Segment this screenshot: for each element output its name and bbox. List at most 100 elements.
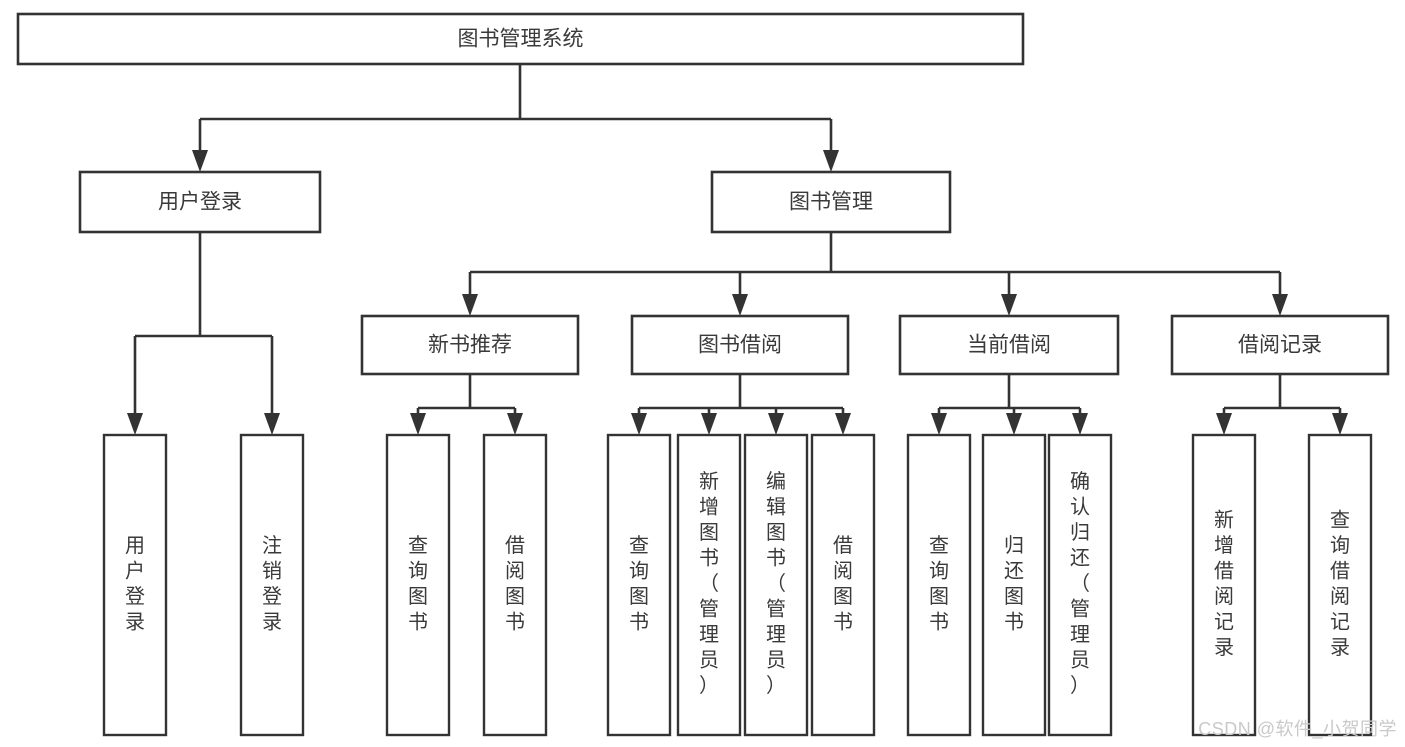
node-box-leaf-add-record[interactable] [1191,433,1257,737]
node-label-leaf-query-book-current: 查询图书 [929,534,949,634]
node-box-leaf-query-book-rec[interactable] [385,433,451,737]
bar-current-borrow [939,374,1080,410]
node-label-book-borrow: 图书借阅 [698,334,782,357]
node-leaf-query-book-rec[interactable]: 查询图书 [385,433,451,737]
node-box-leaf-query-book-borrow[interactable] [606,433,672,737]
node-leaf-return-book[interactable]: 归还图书 [981,433,1047,737]
node-box-borrow-record[interactable] [1170,314,1390,376]
arrow-to-user-login [192,119,208,172]
arrow-to-leaf-borrow-book-rec [507,408,523,435]
arrow-to-new-book-rec [462,272,478,316]
arrow-to-book-manage-head [823,150,839,172]
arrow-to-leaf-add-record-head [1216,413,1232,435]
node-box-book-borrow[interactable] [630,314,850,376]
node-label-leaf-edit-book: 编辑图书（管理员） [766,470,786,697]
csdn-watermark: CSDN @软件_小贺同学 [1198,719,1397,739]
node-label-leaf-borrow-book-rec: 借阅图书 [505,534,525,634]
arrow-to-new-book-rec-head [462,294,478,316]
node-leaf-borrow-book-rec[interactable]: 借阅图书 [482,433,548,737]
arrow-to-book-borrow [732,272,748,316]
node-leaf-query-book-current[interactable]: 查询图书 [906,433,972,737]
node-box-leaf-borrow-book[interactable] [810,433,876,737]
arrow-to-leaf-confirm-return [1072,408,1088,435]
arrow-to-leaf-query-record [1332,408,1348,435]
node-box-book-manage[interactable] [710,170,952,234]
bar-root [200,64,831,121]
bar-user-login [135,232,272,338]
node-box-leaf-query-book-current[interactable] [906,433,972,737]
arrow-to-leaf-query-book-current-head [931,413,947,435]
node-label-current-borrow: 当前借阅 [967,334,1051,357]
node-root[interactable]: 图书管理系统 [16,12,1025,66]
arrow-to-leaf-add-book-head [701,413,717,435]
node-label-leaf-add-record: 新增借阅记录 [1214,509,1234,660]
node-label-leaf-confirm-return: 确认归还（管理员） [1070,470,1090,697]
node-box-leaf-confirm-return[interactable] [1047,433,1113,737]
node-leaf-user-logout[interactable]: 注销登录 [239,433,305,737]
node-label-leaf-add-book: 新增图书（管理员） [699,470,719,697]
arrow-to-leaf-user-logout-head [264,413,280,435]
nodes-layer: 图书管理系统用户登录图书管理新书推荐图书借阅当前借阅借阅记录用户登录注销登录查询… [16,12,1390,737]
connectors-layer [135,64,1340,410]
node-label-leaf-user-login: 用户登录 [125,535,145,634]
node-label-leaf-query-record: 查询借阅记录 [1330,509,1350,660]
node-label-leaf-return-book: 归还图书 [1004,534,1024,634]
node-new-book-rec[interactable]: 新书推荐 [360,314,580,376]
node-label-new-book-rec: 新书推荐 [428,334,512,357]
arrow-to-leaf-query-book-current [931,408,947,435]
node-leaf-add-record[interactable]: 新增借阅记录 [1191,433,1257,737]
node-book-manage[interactable]: 图书管理 [710,170,952,234]
node-box-leaf-return-book[interactable] [981,433,1047,737]
bar-borrow-record [1224,374,1340,410]
node-box-leaf-user-logout[interactable] [239,433,305,737]
arrow-to-borrow-record-head [1272,294,1288,316]
node-leaf-query-book-borrow[interactable]: 查询图书 [606,433,672,737]
arrow-to-leaf-query-book-rec-head [410,413,426,435]
node-label-book-manage: 图书管理 [789,191,873,214]
arrow-to-leaf-add-book [701,408,717,435]
arrow-to-user-login-head [192,150,208,172]
node-leaf-borrow-book[interactable]: 借阅图书 [810,433,876,737]
node-box-root[interactable] [16,12,1025,66]
arrow-to-leaf-user-logout [264,336,280,435]
node-box-current-borrow[interactable] [898,314,1120,376]
arrow-to-leaf-user-login [127,336,143,435]
node-book-borrow[interactable]: 图书借阅 [630,314,850,376]
arrow-to-leaf-borrow-book-head [835,413,851,435]
arrow-to-leaf-user-login-head [127,413,143,435]
node-user-login[interactable]: 用户登录 [78,170,322,234]
node-leaf-query-record[interactable]: 查询借阅记录 [1307,433,1373,737]
arrow-to-leaf-confirm-return-head [1072,413,1088,435]
node-box-new-book-rec[interactable] [360,314,580,376]
arrow-to-leaf-return-book [1006,408,1022,435]
node-current-borrow[interactable]: 当前借阅 [898,314,1120,376]
arrow-markers-layer [127,119,1348,435]
arrow-to-leaf-borrow-book [835,408,851,435]
node-leaf-add-book[interactable]: 新增图书（管理员） [676,433,742,737]
node-borrow-record[interactable]: 借阅记录 [1170,314,1390,376]
arrow-to-leaf-add-record [1216,408,1232,435]
node-box-leaf-user-login[interactable] [102,433,168,737]
node-label-user-login: 用户登录 [158,191,242,214]
node-box-leaf-add-book[interactable] [676,433,742,737]
node-box-user-login[interactable] [78,170,322,234]
arrow-to-borrow-record [1272,272,1288,316]
arrow-to-current-borrow [1001,272,1017,316]
node-box-leaf-borrow-book-rec[interactable] [482,433,548,737]
node-leaf-edit-book[interactable]: 编辑图书（管理员） [743,433,809,737]
bar-book-manage [470,232,1280,274]
arrow-to-leaf-query-book-borrow-head [631,413,647,435]
node-leaf-user-login[interactable]: 用户登录 [102,433,168,737]
node-box-leaf-edit-book[interactable] [743,433,809,737]
node-label-leaf-user-logout: 注销登录 [262,534,282,634]
bar-new-book-rec [418,374,515,410]
arrow-to-leaf-return-book-head [1006,413,1022,435]
node-leaf-confirm-return[interactable]: 确认归还（管理员） [1047,433,1113,737]
arrow-to-leaf-query-record-head [1332,413,1348,435]
arrow-to-current-borrow-head [1001,294,1017,316]
node-box-leaf-query-record[interactable] [1307,433,1373,737]
arrow-to-leaf-edit-book [768,408,784,435]
arrow-to-leaf-query-book-borrow [631,408,647,435]
node-label-root: 图书管理系统 [458,28,584,51]
node-label-borrow-record: 借阅记录 [1238,334,1322,357]
